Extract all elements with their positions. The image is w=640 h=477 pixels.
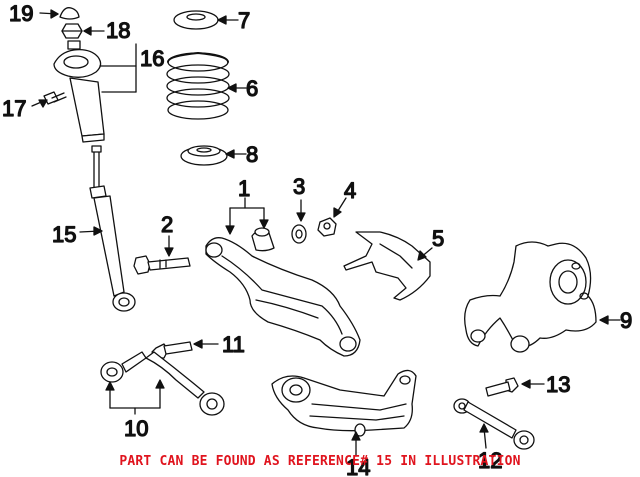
part-19-mount-cap [39, 7, 80, 20]
callout-18: 18 [106, 18, 130, 43]
callout-7: 7 [238, 8, 250, 33]
part-9-knuckle [464, 241, 621, 353]
part-11-bolt [151, 339, 219, 359]
callout-10: 10 [124, 416, 148, 441]
callout-15: 15 [52, 222, 76, 247]
callout-5: 5 [432, 226, 444, 251]
part-15-shock-absorber [79, 145, 136, 312]
callout-13: 13 [546, 372, 570, 397]
callout-3: 3 [293, 174, 305, 199]
callout-4: 4 [344, 178, 356, 203]
callout-19: 19 [9, 1, 33, 26]
callout-1: 1 [238, 176, 250, 201]
part-1-lower-control-arm [205, 197, 361, 357]
part-16-upper-mount-and-boot [53, 40, 137, 143]
part-reference-note: PART CAN BE FOUND AS REFERENCE# 15 IN IL… [119, 454, 521, 469]
part-5-splash-shield [343, 231, 433, 301]
callout-2: 2 [161, 212, 173, 237]
callout-12: 12 [478, 448, 502, 473]
callout-14: 14 [346, 455, 370, 477]
part-10-link-arm [100, 351, 225, 416]
part-3-washer [291, 199, 307, 244]
part-8-lower-spring-seat [180, 145, 247, 166]
part-17-bolt [31, 91, 67, 108]
part-13-bolt [485, 377, 545, 397]
part-2-bolt [133, 235, 191, 275]
part-12-lateral-link [453, 398, 535, 450]
part-4-nut [317, 197, 347, 237]
callout-9: 9 [620, 308, 632, 333]
part-6-coil-spring [166, 52, 247, 120]
callout-17: 17 [2, 96, 26, 121]
callout-8: 8 [246, 142, 258, 167]
part-14-lower-arm [271, 369, 417, 457]
part-18-nut [61, 23, 105, 39]
callout-11: 11 [222, 332, 245, 357]
part-7-upper-spring-seat [173, 10, 239, 30]
callout-16: 16 [140, 46, 164, 71]
callout-6: 6 [246, 76, 258, 101]
